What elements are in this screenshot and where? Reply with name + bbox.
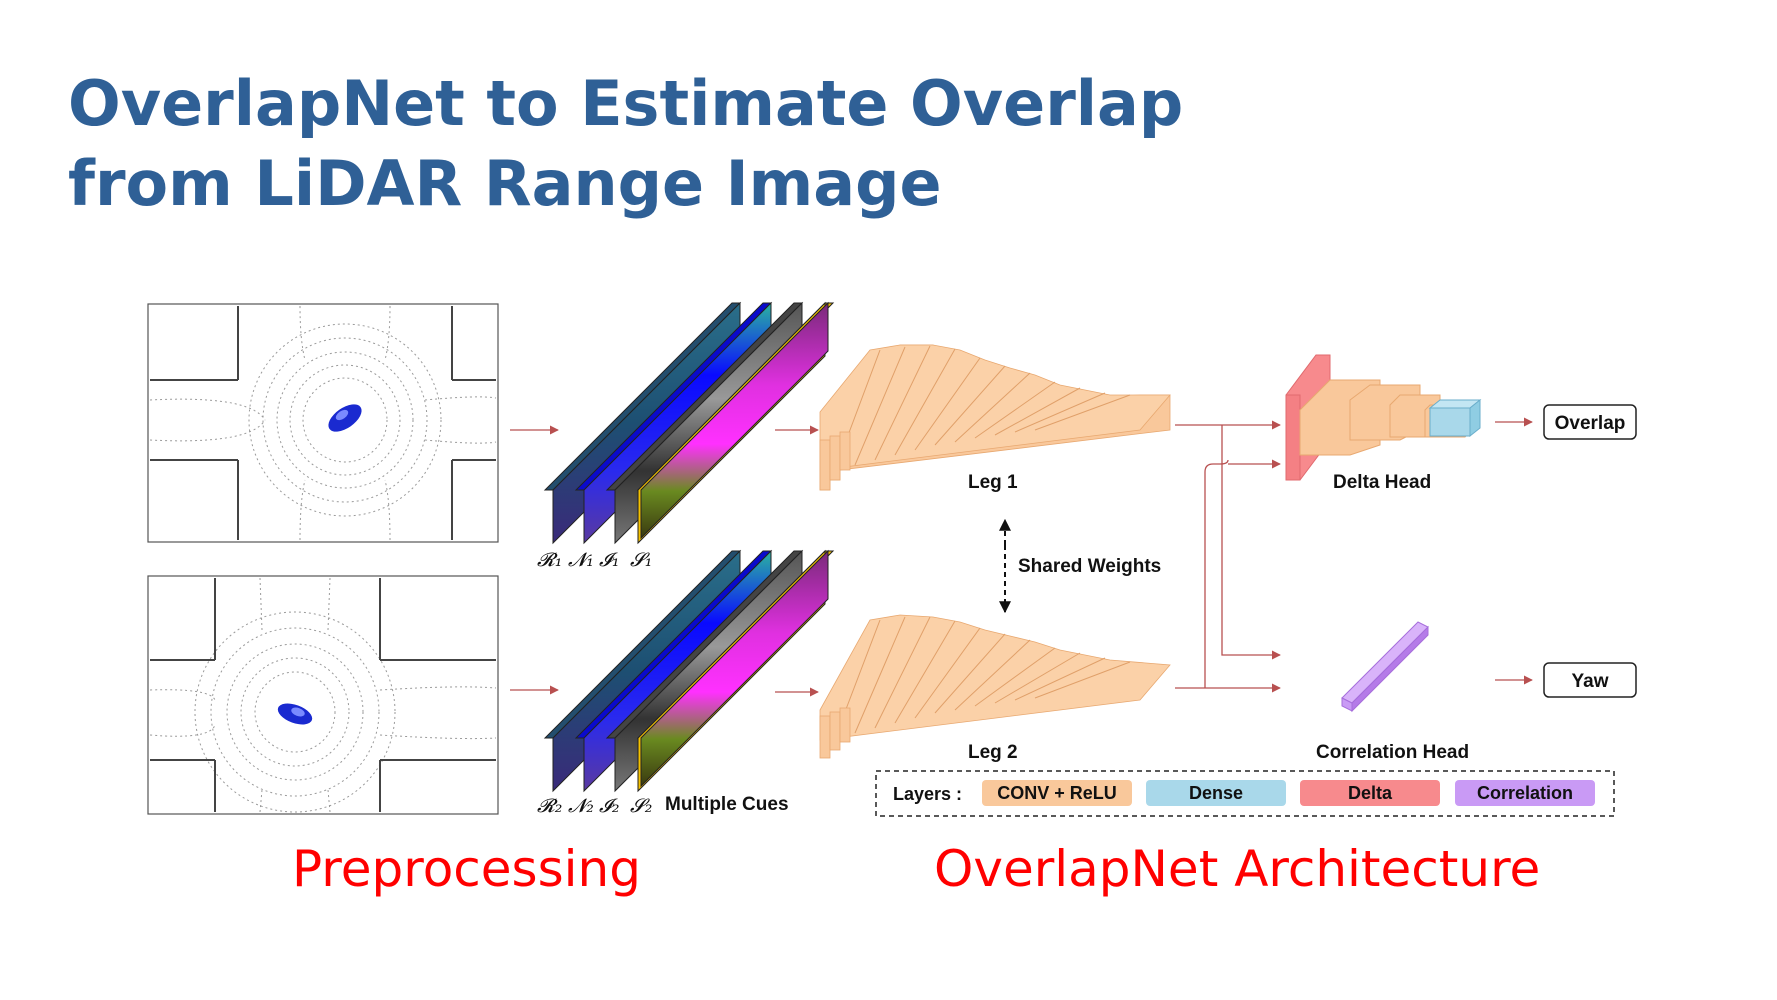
legend-label-conv: CONV + ReLU [997, 783, 1117, 803]
cue-label-I1: 𝓘₁ [599, 549, 619, 571]
yaw-output-label: Yaw [1572, 671, 1609, 692]
range-image-stack-top [543, 301, 835, 545]
legend-label-correlation: Correlation [1477, 783, 1573, 803]
cue-label-N2: 𝓝₂ [568, 795, 594, 817]
architecture-label: OverlapNet Architecture [934, 840, 1541, 898]
cue-label-S2: 𝓢₂ [630, 795, 652, 817]
leg-2-label: Leg 2 [968, 742, 1018, 763]
leg-1-conv-layers [819, 344, 1171, 491]
multiple-cues-caption: Multiple Cues [665, 794, 789, 815]
leg-2-conv-layers [819, 614, 1171, 759]
range-image-stack-bottom [543, 549, 835, 793]
overlap-output-box: Overlap [1543, 404, 1637, 440]
correlation-head-label: Correlation Head [1316, 742, 1469, 763]
delta-head [1285, 354, 1482, 481]
slide-title: OverlapNet to Estimate Overlap from LiDA… [68, 64, 1183, 224]
legend-swatch-dense [1146, 780, 1286, 806]
point-cloud-image-top [147, 303, 499, 543]
legend-swatch-delta [1300, 780, 1440, 806]
delta-head-label: Delta Head [1333, 472, 1431, 493]
cue-label-R2: 𝓡₂ [537, 795, 562, 817]
car-icon [328, 404, 362, 432]
cue-label-S1: 𝓢₁ [630, 549, 652, 571]
point-cloud-image-bottom [147, 575, 499, 815]
cue-label-I2: 𝓘₂ [599, 795, 619, 817]
legend-swatch-correlation [1455, 780, 1595, 806]
legend-swatch-conv [982, 780, 1132, 806]
yaw-output-box: Yaw [1543, 662, 1637, 698]
correlation-head [1341, 621, 1429, 713]
title-line-1: OverlapNet to Estimate Overlap [68, 67, 1184, 140]
title-line-2: from LiDAR Range Image [68, 147, 942, 220]
cue-label-R1: 𝓡₁ [537, 549, 562, 571]
legend-label-dense: Dense [1189, 783, 1243, 803]
dense-layer-block [1428, 398, 1482, 438]
legend-label-delta: Delta [1348, 783, 1393, 803]
overlap-output-label: Overlap [1555, 413, 1626, 434]
layers-legend: Layers : CONV + ReLU Dense Delta Correla… [875, 770, 1615, 817]
routing-lines [1175, 420, 1281, 693]
cue-label-N1: 𝓝₁ [568, 549, 594, 571]
preprocessing-label: Preprocessing [292, 840, 641, 898]
leg-1-label: Leg 1 [968, 472, 1018, 493]
shared-weights-label: Shared Weights [1018, 556, 1161, 577]
legend-title: Layers : [893, 784, 962, 804]
car-icon [277, 703, 313, 725]
